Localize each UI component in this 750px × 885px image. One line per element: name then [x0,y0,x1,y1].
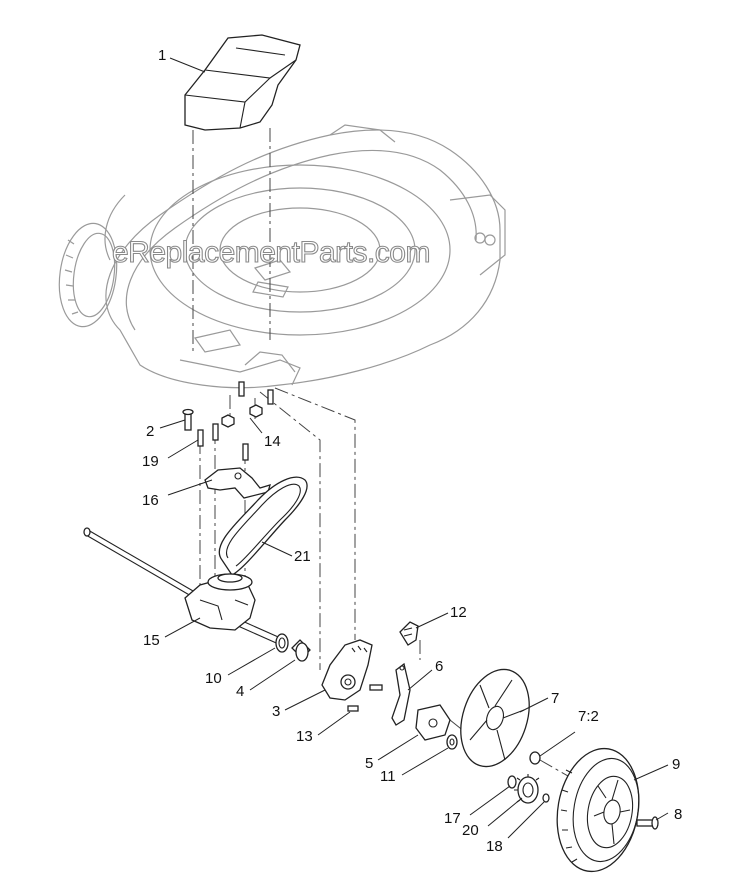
callout-10: 10 [205,670,222,687]
callout-3: 3 [272,703,280,720]
callout-6: 6 [435,658,443,675]
part-5-bracket [415,704,451,741]
part-2-bolt [182,408,194,431]
rear-wheel-background [58,222,118,328]
part-3-plate [321,639,383,701]
part-8-bolt [636,816,659,830]
callout-7: 7 [551,690,559,707]
part-21-belt [218,476,308,576]
leader-lines [159,57,669,839]
callout-8: 8 [674,806,682,823]
callout-9: 9 [672,756,680,773]
callout-12: 12 [450,604,467,621]
callout-5: 5 [365,755,373,772]
callout-18: 18 [486,838,503,855]
callout-17: 17 [444,810,461,827]
callout-labels: 1 2 19 16 14 21 15 10 4 3 13 12 6 5 11 7… [142,47,682,855]
callout-21: 21 [294,548,311,565]
part-18-pin [542,793,550,803]
part-17-washer [507,775,517,789]
part-1-cover [184,34,301,131]
part-15-transmission [83,527,286,647]
mower-deck [104,124,506,389]
part-11-washer [446,734,458,750]
part-7-hubcap [460,668,530,768]
part-19-bolts [197,381,274,461]
watermark-text: eReplacementParts.com [112,236,430,269]
part-16-bracket [204,467,271,499]
part-20-gear [514,774,540,804]
callout-20: 20 [462,822,479,839]
part-14-nut [221,404,263,428]
part-7-2-washer [529,751,541,765]
callout-15: 15 [143,632,160,649]
callout-16: 16 [142,492,159,509]
callout-7-2: 7:2 [578,708,599,725]
callout-11: 11 [380,768,396,785]
callout-19: 19 [142,453,159,470]
part-9-wheel [556,747,640,873]
callout-14: 14 [264,433,281,450]
part-10-bushing [275,633,289,653]
callout-2: 2 [146,423,154,440]
callout-1: 1 [158,47,166,64]
part-13-screw [347,705,359,712]
callout-4: 4 [236,683,244,700]
callout-13: 13 [296,728,313,745]
part-12-knob [399,621,419,646]
part-6-arm [391,662,411,726]
part-4-bearing [291,639,311,662]
